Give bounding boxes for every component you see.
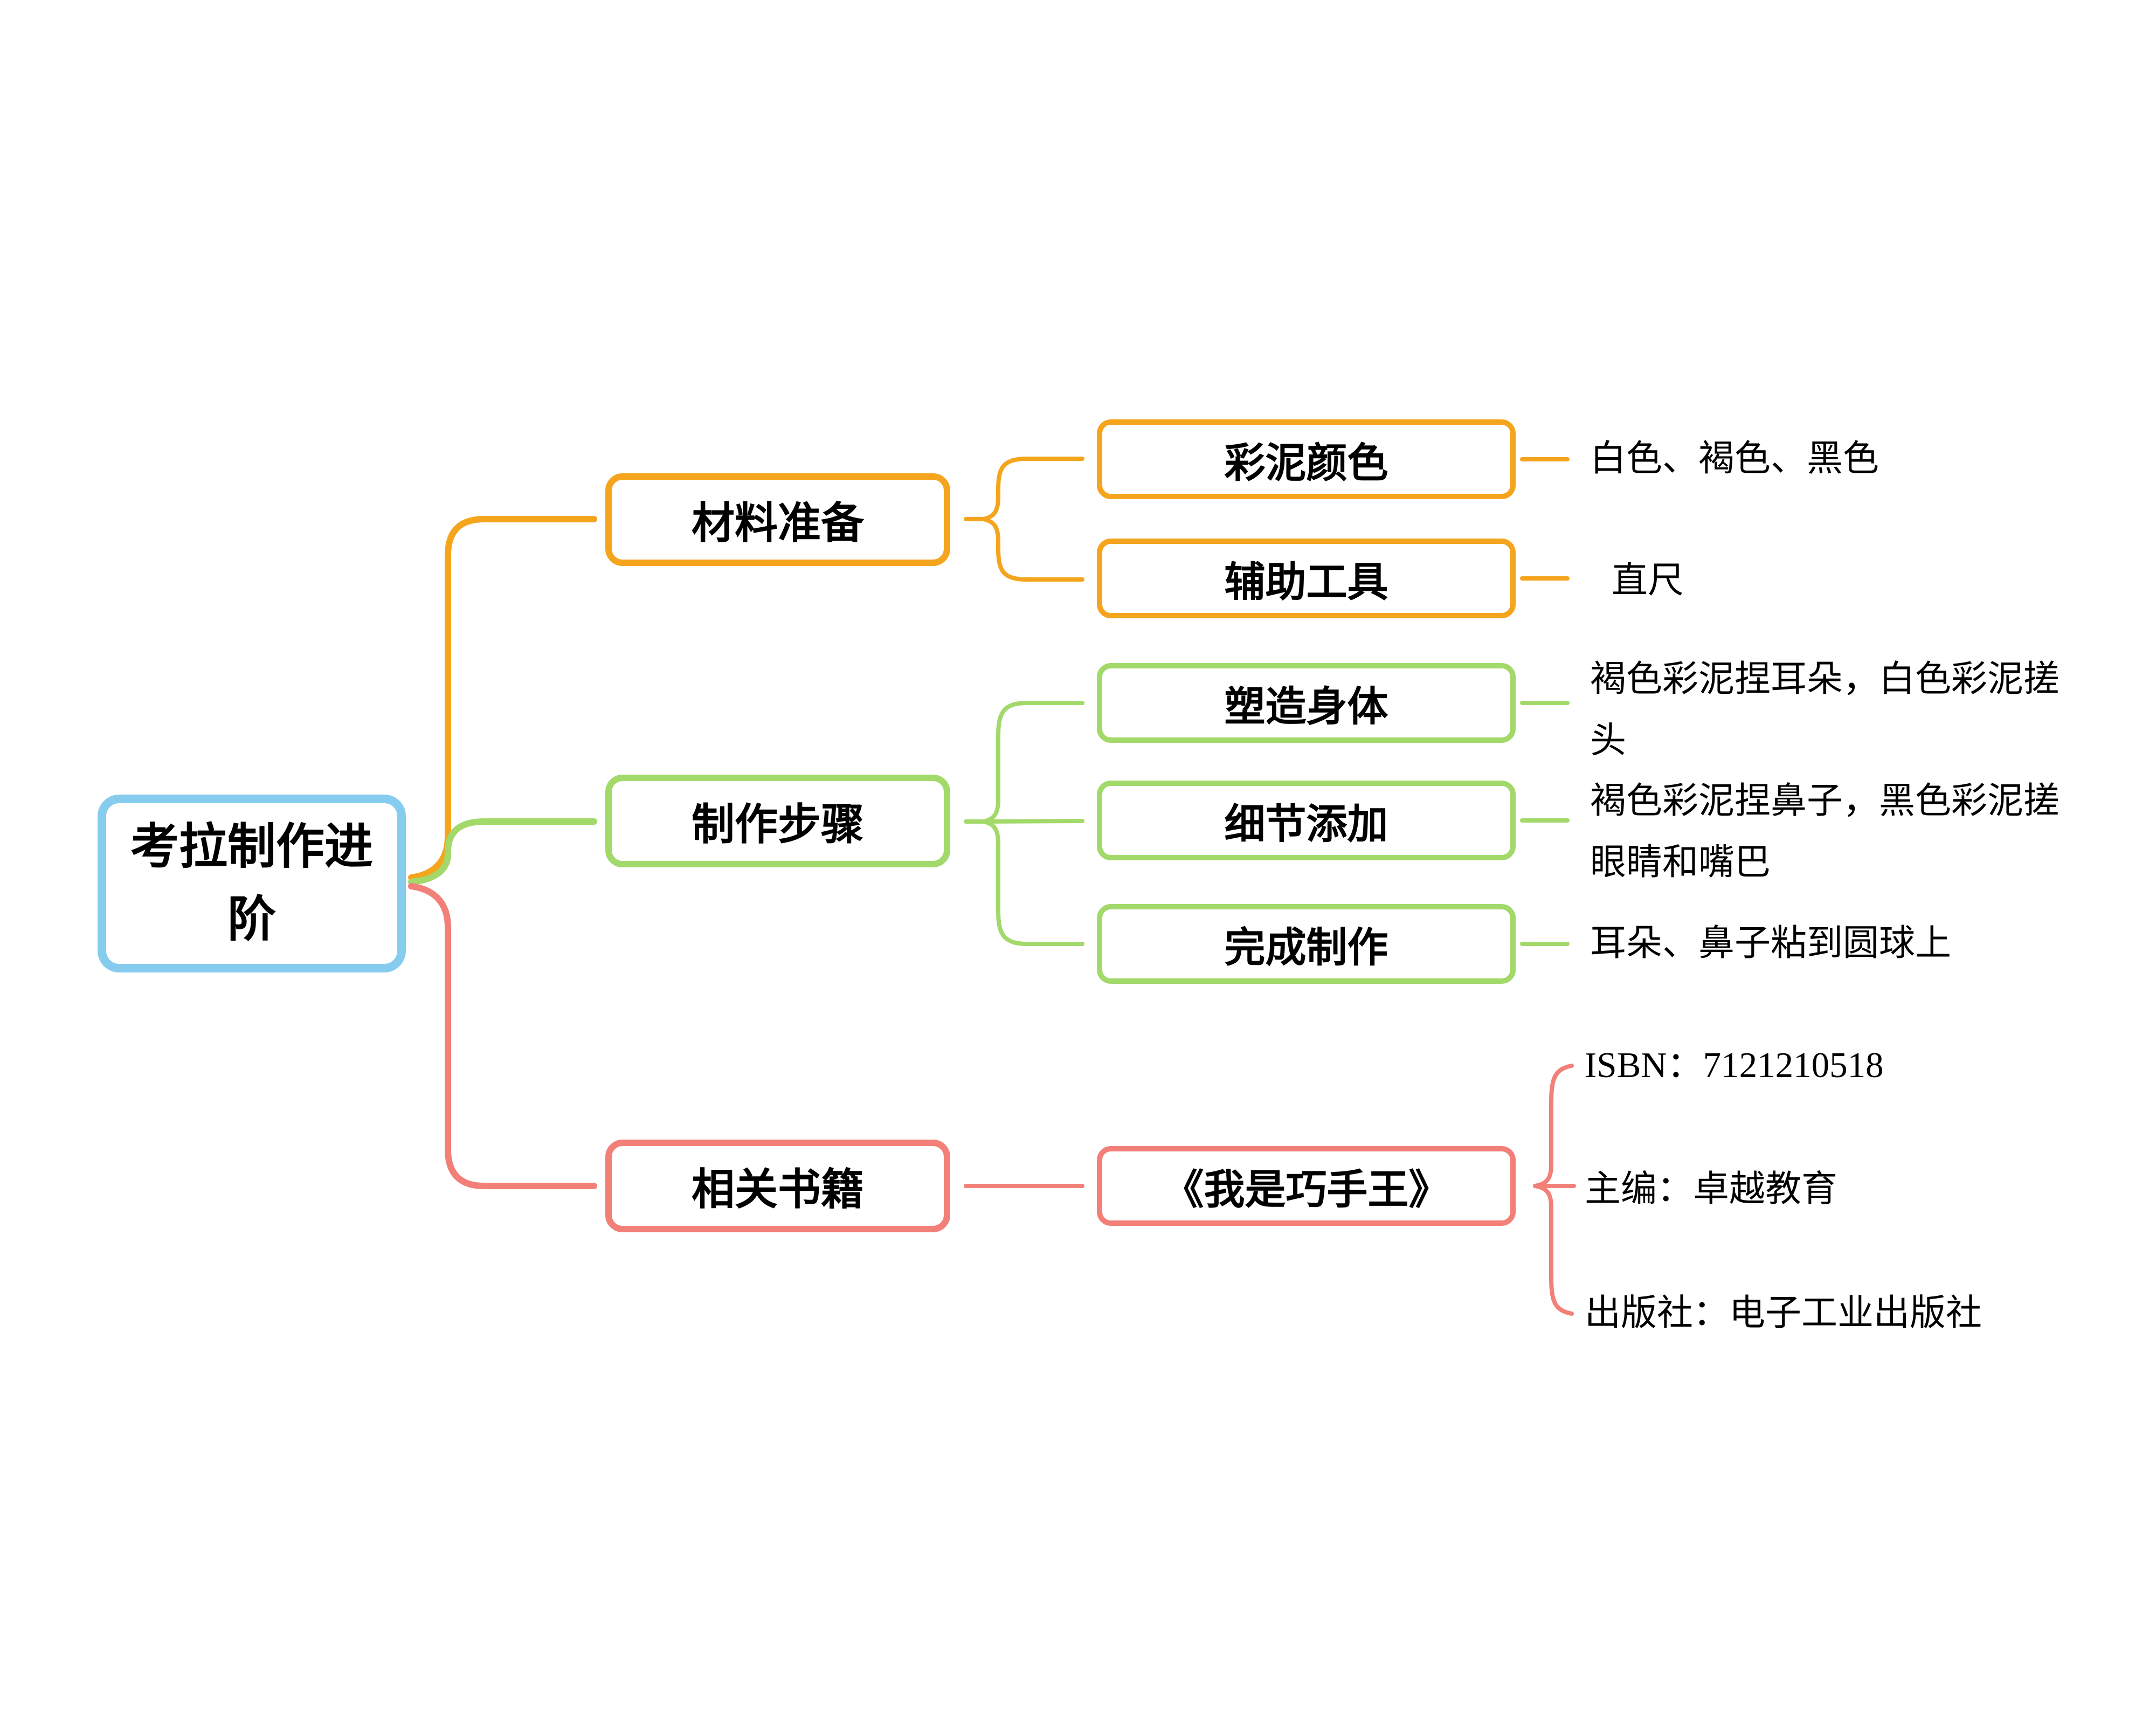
note-clay-colors[interactable]: 白色、褐色、黑色: [1590, 439, 1879, 479]
child-clay-colors-label: 彩泥颜色: [1224, 441, 1388, 486]
edge-book-title-publisher: [1533, 1184, 1574, 1316]
edge-steps-add-details: [981, 819, 1084, 824]
detail-isbn[interactable]: ISBN：7121210518: [1585, 1045, 1884, 1086]
node-root[interactable]: 考拉制作进阶: [98, 795, 406, 972]
note-shape-body[interactable]: 褐色彩泥捏耳朵，白色彩泥搓头: [1590, 659, 2060, 761]
note-add-details[interactable]: 褐色彩泥捏鼻子，黑色彩泥搓眼睛和嘴巴: [1590, 781, 2060, 882]
edge-book-title-isbn: [1533, 1064, 1574, 1188]
edge-root-books: [408, 883, 597, 1189]
edge-steps-finish: [981, 819, 1084, 946]
detail-editor[interactable]: 主编：卓越教育: [1585, 1169, 1837, 1210]
edge-steps-shape-body: [981, 701, 1084, 824]
node-root-label: 考拉制作进阶: [130, 820, 373, 947]
child-add-details-label: 细节添加: [1224, 802, 1388, 847]
child-finish[interactable]: 完成制作: [1097, 904, 1516, 984]
child-finish-label: 完成制作: [1224, 926, 1388, 971]
branch-materials-label: 材料准备: [692, 500, 864, 548]
branch-materials[interactable]: 材料准备: [605, 473, 950, 566]
detail-publisher[interactable]: 出版社：电子工业出版社: [1585, 1293, 1982, 1334]
edge-materials-clay-colors: [981, 457, 1084, 521]
child-tools-label: 辅助工具: [1224, 560, 1388, 605]
child-clay-colors[interactable]: 彩泥颜色: [1097, 419, 1516, 499]
child-book-title[interactable]: 《我是巧手王》: [1097, 1146, 1516, 1226]
child-shape-body[interactable]: 塑造身体: [1097, 663, 1516, 743]
edge-root-materials: [408, 516, 597, 881]
branch-steps-label: 制作步骤: [692, 802, 864, 849]
note-finish[interactable]: 耳朵、鼻子粘到圆球上: [1590, 923, 1951, 964]
branch-books-label: 相关书籍: [692, 1167, 864, 1214]
child-add-details[interactable]: 细节添加: [1097, 781, 1516, 860]
edge-root-steps: [408, 818, 597, 885]
branch-books[interactable]: 相关书籍: [605, 1140, 950, 1232]
note-tools[interactable]: 直尺: [1612, 561, 1684, 601]
edge-materials-tools: [981, 517, 1084, 582]
branch-steps[interactable]: 制作步骤: [605, 775, 950, 867]
child-book-title-label: 《我是巧手王》: [1163, 1168, 1450, 1213]
child-shape-body-label: 塑造身体: [1224, 685, 1388, 730]
child-tools[interactable]: 辅助工具: [1097, 539, 1516, 618]
